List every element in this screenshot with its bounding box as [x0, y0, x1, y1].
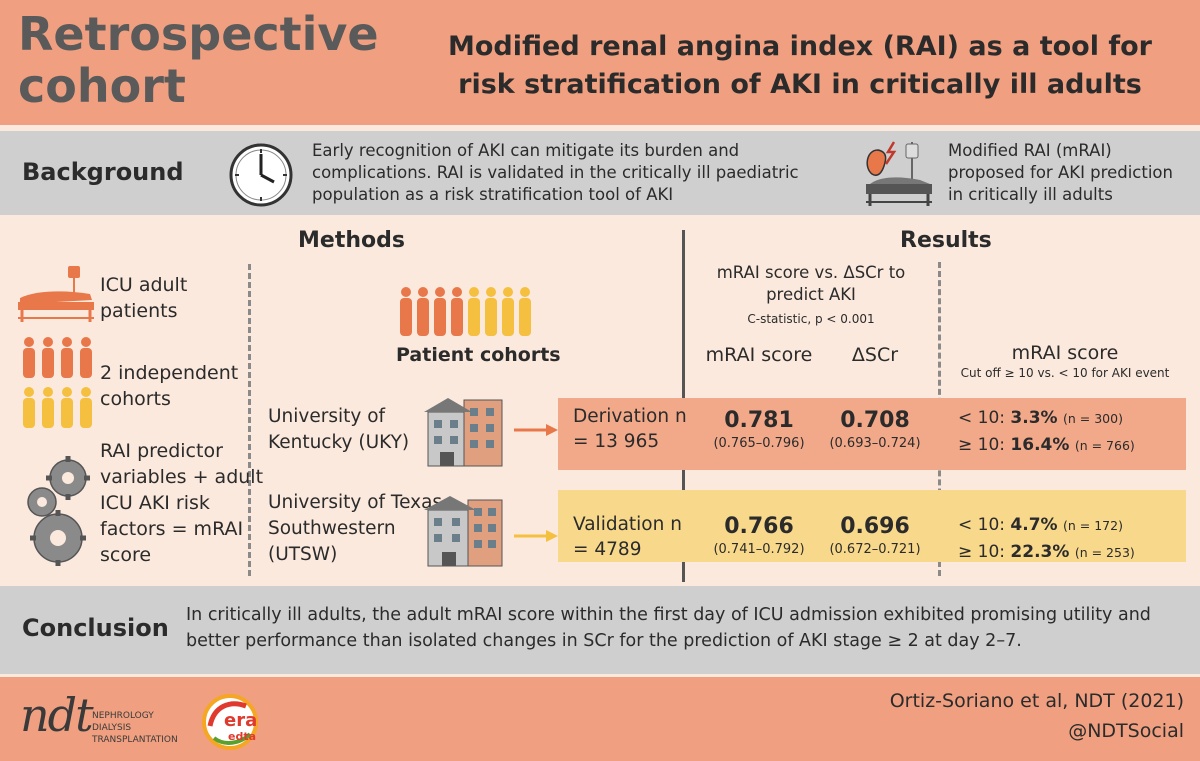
kidney-bed-icon: [866, 141, 932, 206]
icu-patients-label: ICU adult patients: [100, 274, 188, 322]
derivation-dscr-ci: (0.693–0.724): [829, 436, 921, 451]
validation-mrai-ci: (0.741–0.792): [713, 542, 805, 557]
validation-high-n: (n = 253): [1074, 545, 1135, 560]
methods-heading: Methods: [298, 228, 405, 253]
independent-cohorts-label: 2 independent cohorts: [100, 362, 239, 410]
gears-icon: [27, 456, 90, 566]
background-text: Early recognition of AKI can mitigate it…: [312, 141, 799, 204]
footer-banner: [0, 677, 1200, 761]
ndt-logo: ndt: [20, 688, 94, 742]
derivation-arrow-icon: [514, 424, 558, 436]
derivation-low-n: (n = 300): [1062, 411, 1123, 426]
validation-low-label: < 10:: [958, 515, 1006, 535]
results-heading: Results: [900, 228, 992, 253]
validation-arrow-icon: [514, 530, 558, 542]
citation: Ortiz-Soriano et al, NDT (2021) @NDTSoci…: [800, 686, 1184, 746]
c-statistic-caption: C-statistic, p < 0.001: [747, 312, 875, 326]
column-header-mrai: mRAI score: [705, 344, 813, 366]
validation-high-score-result: ≥ 10: 22.3% (n = 253): [958, 542, 1188, 562]
derivation-dscr-value: 0.708: [840, 408, 910, 433]
derivation-high-pct: 16.4%: [1010, 435, 1070, 455]
people-cohorts-icon: [23, 337, 92, 428]
social-handle: @NDTSocial: [1068, 720, 1184, 742]
utsw-label: University of Texas Southwestern (UTSW): [268, 492, 443, 565]
validation-high-pct: 22.3%: [1010, 542, 1070, 562]
derivation-high-n: (n = 766): [1074, 438, 1135, 453]
patient-cohorts-people-icon: [400, 287, 531, 336]
patient-cohorts-caption: Patient cohorts: [396, 344, 561, 366]
study-type: Retrospective cohort: [18, 7, 379, 113]
clock-icon: [229, 143, 293, 207]
derivation-cohort-label: Derivation n = 13 965: [573, 406, 687, 452]
validation-dscr-ci: (0.672–0.721): [829, 542, 921, 557]
derivation-low-pct: 3.3%: [1010, 408, 1058, 428]
derivation-mrai-ci: (0.765–0.796): [713, 436, 805, 451]
validation-row: [558, 490, 1186, 562]
derivation-low-score-result: < 10: 3.3% (n = 300): [958, 408, 1188, 428]
conclusion-label: Conclusion: [22, 614, 169, 642]
column-header-mrai-cutoff: mRAI score: [1011, 342, 1119, 364]
derivation-high-score-result: ≥ 10: 16.4% (n = 766): [958, 435, 1188, 455]
validation-cohort-label: Validation n = 4789: [573, 514, 682, 560]
edta-logo-text: edta: [228, 730, 256, 743]
ndt-sub-line-2: DIALYSIS: [92, 723, 132, 733]
validation-high-label: ≥ 10:: [958, 542, 1006, 562]
methods-left-divider: [248, 264, 251, 576]
icu-bed-icon: [18, 266, 94, 322]
derivation-mrai-value: 0.781: [724, 408, 794, 433]
page-title: Modified renal angina index (RAI) as a t…: [448, 31, 1152, 100]
background-band: [0, 131, 1200, 215]
ndt-sub-line-1: NEPHROLOGY: [92, 711, 154, 721]
column-header-dscr: ΔSCr: [851, 344, 899, 366]
era-edta-logo: era edta: [202, 694, 258, 750]
mrai-vs-dscr-caption: mRAI score vs. ΔSCr to predict AKI: [716, 263, 906, 304]
utsw-building-icon: [424, 496, 503, 567]
background-label: Background: [22, 158, 184, 186]
validation-mrai-value: 0.766: [724, 514, 794, 539]
header-banner: [0, 0, 1200, 128]
validation-low-n: (n = 172): [1062, 518, 1123, 533]
ndt-sub-line-3: TRANSPLANTATION: [92, 735, 178, 745]
derivation-low-label: < 10:: [958, 408, 1006, 428]
conclusion-text: In critically ill adults, the adult mRAI…: [186, 605, 1151, 651]
cutoff-caption: Cut off ≥ 10 vs. < 10 for AKI event: [960, 366, 1170, 380]
mrai-proposal-text: Modified RAI (mRAI) proposed for AKI pre…: [948, 141, 1173, 204]
validation-dscr-value: 0.696: [840, 514, 910, 539]
validation-low-score-result: < 10: 4.7% (n = 172): [958, 515, 1188, 535]
uky-building-icon: [424, 398, 503, 467]
ndt-logo-subtitle: NEPHROLOGY DIALYSIS TRANSPLANTATION: [92, 710, 178, 746]
citation-text: Ortiz-Soriano et al, NDT (2021): [889, 690, 1184, 712]
derivation-high-label: ≥ 10:: [958, 435, 1006, 455]
predictor-variables-label: RAI predictor variables + adult ICU AKI …: [100, 440, 264, 566]
era-logo-text: era: [224, 710, 257, 731]
derivation-row: [558, 398, 1186, 470]
uky-label: University of Kentucky (UKY): [268, 406, 410, 453]
conclusion-band: [0, 586, 1200, 674]
validation-low-pct: 4.7%: [1010, 515, 1058, 535]
